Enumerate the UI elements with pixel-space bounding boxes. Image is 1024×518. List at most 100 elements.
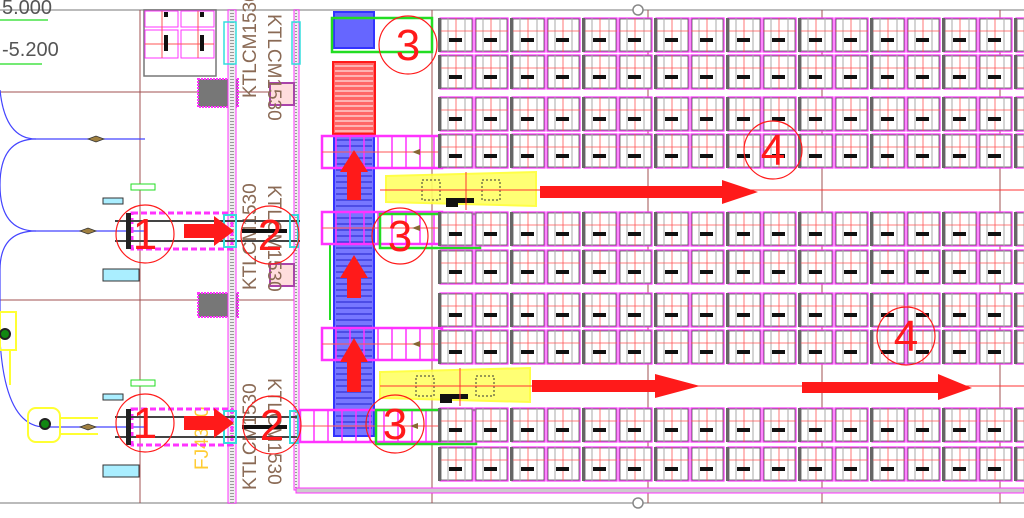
rack-post xyxy=(510,330,513,364)
marker-circle xyxy=(242,395,302,455)
rack-cell xyxy=(943,211,978,247)
rack-cell xyxy=(799,292,834,328)
marker-number: 1 xyxy=(133,399,157,448)
rack-cell xyxy=(943,17,978,53)
rack-cell xyxy=(799,211,834,247)
rack-cell xyxy=(871,446,906,482)
rack-cell xyxy=(474,54,509,90)
rack-cell xyxy=(511,211,546,247)
rack-cell xyxy=(762,446,797,482)
rack-cell xyxy=(1015,96,1024,132)
lift-frame-green xyxy=(330,16,434,54)
rack-cell xyxy=(943,54,978,90)
rack-post xyxy=(510,134,513,168)
rack-post xyxy=(438,330,441,364)
rack-cell xyxy=(943,446,978,482)
selection-handle-top[interactable] xyxy=(632,4,644,16)
rack-cell xyxy=(618,329,653,365)
flow-arrow-right xyxy=(802,374,972,400)
rack-cell xyxy=(583,211,618,247)
flow-arrow-up xyxy=(340,255,368,298)
elevation-label: -5.200 xyxy=(2,39,59,61)
rack-post xyxy=(798,447,801,481)
marker-circle xyxy=(365,394,425,454)
rack-post xyxy=(726,447,729,481)
stacker-cranes xyxy=(379,170,537,406)
selection-handle-bottom[interactable] xyxy=(632,497,644,509)
elevation-label-top: 5.000 xyxy=(2,0,52,19)
rack-cell xyxy=(799,54,834,90)
rack-cell xyxy=(511,54,546,90)
rack-cell xyxy=(546,446,581,482)
rack-post xyxy=(582,447,585,481)
rack-post xyxy=(438,447,441,481)
rack-cell xyxy=(690,446,725,482)
rack-post xyxy=(438,55,441,89)
rack-cell xyxy=(546,17,581,53)
rack-cell xyxy=(655,329,690,365)
rack-cell xyxy=(799,133,834,169)
rack-post xyxy=(870,250,873,284)
rack-post xyxy=(798,18,801,52)
stage-marker-1: 1 xyxy=(115,393,175,453)
rack-cell xyxy=(906,292,941,328)
rack-cell xyxy=(511,329,546,365)
rack-cell xyxy=(799,17,834,53)
rack-cell xyxy=(511,407,546,443)
rack-cell xyxy=(583,17,618,53)
rack-cell xyxy=(799,96,834,132)
marker-circle xyxy=(378,15,438,75)
rack-post xyxy=(942,55,945,89)
rack-cell xyxy=(1015,54,1024,90)
rack-cell xyxy=(906,249,941,285)
rack-cell xyxy=(618,249,653,285)
marker-number: 3 xyxy=(388,212,412,261)
marker-circle xyxy=(743,120,803,180)
rack-cell xyxy=(690,407,725,443)
rack-cell xyxy=(943,96,978,132)
rack-post xyxy=(654,212,657,246)
rack-post xyxy=(870,97,873,131)
rack-cell xyxy=(943,249,978,285)
rack-cell xyxy=(727,17,762,53)
rack-post xyxy=(942,18,945,52)
rack-cell xyxy=(474,133,509,169)
marker-circle xyxy=(115,204,175,264)
rack-post xyxy=(438,250,441,284)
rack-cell xyxy=(546,292,581,328)
rack-cell xyxy=(906,133,941,169)
rack-post xyxy=(510,408,513,442)
rack-post xyxy=(510,18,513,52)
rack-post xyxy=(1014,293,1017,327)
rack-post xyxy=(726,134,729,168)
rack-post xyxy=(654,447,657,481)
rack-cell xyxy=(834,133,869,169)
rack-cell xyxy=(799,249,834,285)
rack-cell xyxy=(906,54,941,90)
rack-post xyxy=(798,55,801,89)
rack-post xyxy=(510,55,513,89)
rack-cell xyxy=(439,54,474,90)
stage-marker-3: 3 xyxy=(371,207,429,265)
fire-hydrant-upper xyxy=(269,82,295,106)
rack-cell xyxy=(618,211,653,247)
rack-cell xyxy=(727,249,762,285)
rack-cell xyxy=(511,96,546,132)
stage-marker-3: 3 xyxy=(378,15,438,75)
rack-cell xyxy=(978,329,1013,365)
rack-post xyxy=(510,97,513,131)
rack-cell xyxy=(655,292,690,328)
rack-cell xyxy=(439,329,474,365)
rack-post xyxy=(1014,18,1017,52)
equipment-label-2: KTLCM1530 xyxy=(263,14,284,121)
rack-cell xyxy=(762,407,797,443)
rack-post xyxy=(654,250,657,284)
rack-cell xyxy=(871,407,906,443)
rack-post xyxy=(726,330,729,364)
rack-post xyxy=(510,212,513,246)
rack-cell xyxy=(943,133,978,169)
rack-cell xyxy=(871,211,906,247)
rack-cell xyxy=(546,407,581,443)
rack-cell xyxy=(906,446,941,482)
